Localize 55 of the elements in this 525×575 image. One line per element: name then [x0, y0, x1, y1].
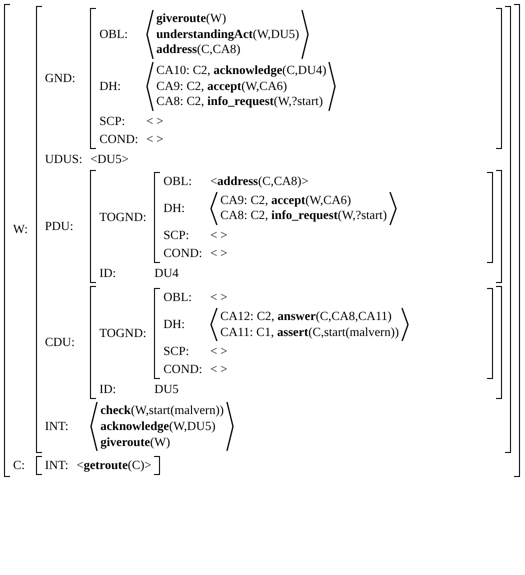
feature-label: INT: — [44, 419, 70, 434]
feature-matrix — [36, 456, 160, 476]
feature-label: SCP: — [163, 344, 190, 360]
list-item: CA8: C2, info_request(W,?start) — [156, 94, 324, 110]
list-item: CA12: C2, answer(C,CA8,CA11) — [220, 309, 393, 325]
list-item: address(C,CA8) — [156, 42, 242, 58]
feature-value: < > — [146, 114, 164, 129]
feature-label: DH: — [163, 317, 186, 332]
feature-label: CDU: — [44, 335, 76, 350]
list-item: giveroute(W) — [156, 11, 228, 27]
feature-value: < > — [210, 362, 228, 378]
feature-matrix — [154, 172, 493, 263]
feature-label: W: — [13, 222, 28, 238]
feature-value: < > — [210, 344, 228, 360]
feature-label: COND: — [163, 246, 202, 261]
feature-value: < > — [210, 228, 228, 243]
feature-label: GND: — [44, 70, 76, 86]
feature-value: DU4 — [154, 266, 180, 281]
feature-label: INT: — [44, 458, 68, 474]
list-item: giveroute(W) — [100, 434, 172, 450]
feature-label: DH: — [99, 78, 122, 94]
feature-label: PDU: — [44, 218, 74, 234]
feature-value: <address(C,CA8)> — [210, 174, 310, 189]
list-item: CA9: C2, accept(W,CA6) — [156, 78, 288, 94]
feature-label: C: — [13, 458, 26, 474]
feature-value: <DU5> — [90, 152, 130, 167]
list-item: understandingAct(W,DU5) — [156, 26, 300, 42]
feature-matrix — [90, 8, 502, 149]
feature-label: ID: — [99, 266, 117, 281]
feature-matrix — [90, 170, 502, 283]
feature-label: OBL: — [163, 174, 193, 189]
list-item: check(W,start(malvern)) — [100, 403, 224, 419]
feature-label: OBL: — [163, 290, 193, 305]
feature-label: ID: — [99, 382, 117, 398]
feature-value: <getroute(C)> — [76, 458, 152, 474]
feature-value: DU5 — [154, 382, 180, 398]
feature-matrix — [154, 288, 493, 380]
feature-value: < > — [210, 290, 228, 305]
feature-label: SCP: — [99, 114, 126, 129]
feature-label: COND: — [99, 132, 138, 147]
feature-label: TOGND: — [99, 326, 146, 342]
feature-value: < > — [210, 246, 228, 261]
feature-matrix — [90, 286, 502, 400]
feature-value: < > — [146, 132, 164, 147]
list-item: CA11: C1, assert(C,start(malvern)) — [220, 324, 399, 340]
feature-label: UDUS: — [44, 152, 82, 167]
feature-label: SCP: — [163, 228, 190, 243]
feature-label: OBL: — [99, 26, 129, 42]
list-item: CA10: C2, acknowledge(C,DU4) — [156, 62, 326, 78]
list-item: acknowledge(W,DU5) — [100, 418, 216, 434]
feature-label: DH: — [163, 200, 186, 216]
feature-label: TOGND: — [99, 210, 146, 225]
list-item: CA8: C2, info_request(W,?start) — [220, 208, 387, 224]
list-item: CA9: C2, accept(W,CA6) — [220, 192, 352, 208]
feature-label: COND: — [163, 362, 202, 378]
